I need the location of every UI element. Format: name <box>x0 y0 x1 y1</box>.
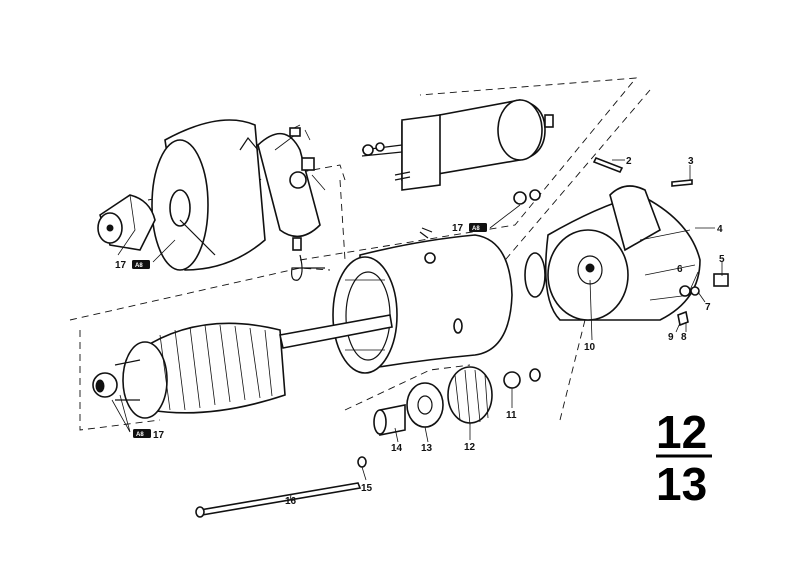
group-number-bottom: 13 <box>656 458 707 510</box>
hardware-parts <box>513 156 729 327</box>
part-label-10: 10 <box>584 342 596 353</box>
part-label-8: 8 <box>681 332 687 343</box>
brush-plate <box>257 124 326 281</box>
reference-17-top: 17 A8 <box>452 223 487 234</box>
part-labels: 2 3 4 5 6 7 8 9 10 11 12 13 14 15 16 <box>285 156 725 507</box>
part-label-3: 3 <box>688 156 694 167</box>
part-label-6: 6 <box>677 264 683 275</box>
ref-tag: A8 <box>132 260 150 269</box>
armature <box>92 314 393 419</box>
part-label-14: 14 <box>391 443 403 454</box>
part-label-5: 5 <box>719 254 725 265</box>
group-number: 12 13 <box>656 406 712 510</box>
ref-label-17: 17 <box>452 223 464 234</box>
part-label-11: 11 <box>506 410 517 421</box>
pinion-assembly <box>357 366 541 468</box>
yoke-frame <box>332 227 513 374</box>
reference-17-left: 17 A8 <box>115 260 150 271</box>
svg-text:A8: A8 <box>472 226 480 232</box>
part-label-2: 2 <box>626 156 632 167</box>
explosion-outline <box>69 77 651 431</box>
part-label-12: 12 <box>464 442 476 453</box>
ref-label-17: 17 <box>153 430 165 441</box>
field-housing <box>151 119 266 271</box>
ref-tag: A8 <box>469 223 487 232</box>
ref-label-17: 17 <box>115 260 127 271</box>
leader-lines <box>111 159 723 501</box>
reference-17-bottom: A8 17 <box>133 429 165 441</box>
part-label-16: 16 <box>285 496 297 507</box>
part-label-7: 7 <box>705 302 711 313</box>
svg-text:A8: A8 <box>136 432 144 438</box>
ref-tag: A8 <box>133 429 151 438</box>
part-label-9: 9 <box>668 332 674 343</box>
end-cap <box>97 194 156 256</box>
part-label-13: 13 <box>421 443 433 454</box>
through-bolt <box>195 482 362 518</box>
solenoid <box>361 99 554 191</box>
part-label-4: 4 <box>717 224 723 235</box>
group-number-top: 12 <box>656 406 707 458</box>
drive-end-housing <box>524 185 701 321</box>
svg-text:A8: A8 <box>135 263 143 269</box>
part-label-15: 15 <box>361 483 373 494</box>
